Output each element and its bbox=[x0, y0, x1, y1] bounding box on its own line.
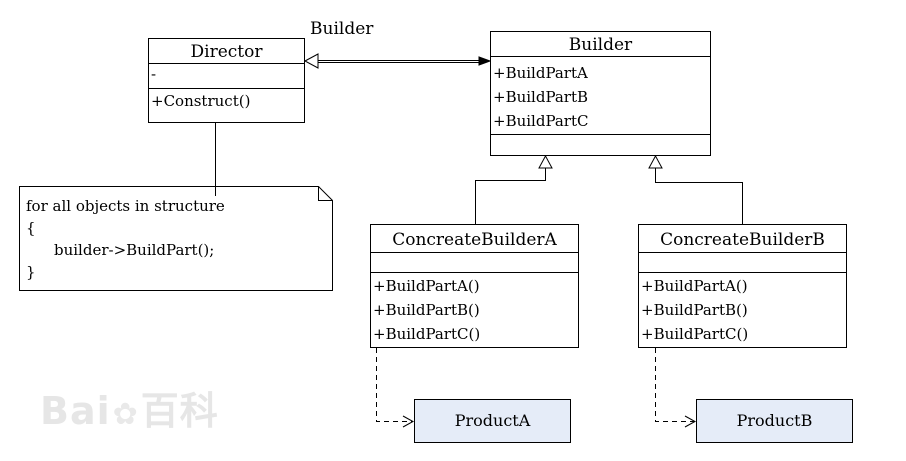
director-attributes: - bbox=[149, 64, 304, 89]
association-label: Builder bbox=[310, 19, 374, 39]
director-class[interactable]: Director - +Construct() bbox=[148, 38, 305, 123]
concrete-builder-b-name: ConcreateBuilderB bbox=[639, 225, 846, 253]
note-line: } bbox=[26, 263, 36, 281]
product-b-box[interactable]: ProductB bbox=[696, 399, 853, 443]
inheritance-line-b bbox=[655, 168, 743, 224]
note-box bbox=[19, 186, 333, 291]
note-line: for all objects in structure bbox=[26, 197, 225, 215]
builder-operation: +BuildPartC bbox=[493, 112, 589, 130]
director-attribute: - bbox=[151, 65, 157, 83]
concrete-builder-b-operation: +BuildPartA() bbox=[641, 277, 748, 295]
concrete-builder-b-operation: +BuildPartB() bbox=[641, 301, 748, 319]
builder-operations: +BuildPartA +BuildPartB +BuildPartC bbox=[491, 57, 710, 135]
concrete-builder-a-attributes bbox=[371, 253, 578, 273]
builder-operation: +BuildPartA bbox=[493, 64, 588, 82]
watermark-suffix: 百科 bbox=[140, 389, 219, 433]
note-line: builder->BuildPart(); bbox=[54, 241, 215, 259]
concrete-builder-a-class[interactable]: ConcreateBuilderA +BuildPartA() +BuildPa… bbox=[370, 224, 579, 348]
note-fold bbox=[318, 186, 333, 201]
concrete-builder-a-operation: +BuildPartB() bbox=[373, 301, 480, 319]
concrete-builder-a-operation: +BuildPartC() bbox=[373, 325, 481, 343]
dependency-line-b bbox=[655, 348, 694, 422]
note-line: { bbox=[26, 219, 36, 237]
concrete-builder-a-operation: +BuildPartA() bbox=[373, 277, 480, 295]
builder-operation: +BuildPartB bbox=[493, 88, 589, 106]
baidu-watermark: Bai✿百科 bbox=[40, 380, 219, 435]
director-class-name: Director bbox=[149, 39, 304, 64]
director-operation: +Construct() bbox=[151, 92, 251, 110]
note-text: for all objects in structure { builder->Bu… bbox=[26, 195, 225, 283]
product-a-box[interactable]: ProductA bbox=[414, 399, 571, 443]
open-arrowhead-director bbox=[303, 53, 319, 69]
concrete-builder-a-operations: +BuildPartA() +BuildPartB() +BuildPartC(… bbox=[371, 273, 578, 347]
inheritance-line-a bbox=[475, 168, 546, 224]
inheritance-arrowhead-a bbox=[538, 154, 553, 169]
inheritance-arrowhead-b bbox=[648, 154, 663, 169]
director-operations: +Construct() bbox=[149, 89, 304, 122]
filled-arrowhead-builder bbox=[478, 56, 492, 66]
concrete-builder-b-operation: +BuildPartC() bbox=[641, 325, 749, 343]
dependency-arrowhead-a bbox=[402, 415, 415, 428]
concrete-builder-b-class[interactable]: ConcreateBuilderB +BuildPartA() +BuildPa… bbox=[638, 224, 847, 348]
paw-icon: ✿ bbox=[112, 397, 139, 432]
builder-class-name: Builder bbox=[491, 32, 710, 57]
concrete-builder-b-attributes bbox=[639, 253, 846, 273]
watermark-prefix: Bai bbox=[40, 389, 111, 433]
dependency-arrowhead-b bbox=[684, 415, 697, 428]
dependency-line-a bbox=[376, 348, 412, 422]
concrete-builder-b-operations: +BuildPartA() +BuildPartB() +BuildPartC(… bbox=[639, 273, 846, 347]
builder-class[interactable]: Builder +BuildPartA +BuildPartB +BuildPa… bbox=[490, 31, 711, 156]
concrete-builder-a-name: ConcreateBuilderA bbox=[371, 225, 578, 253]
